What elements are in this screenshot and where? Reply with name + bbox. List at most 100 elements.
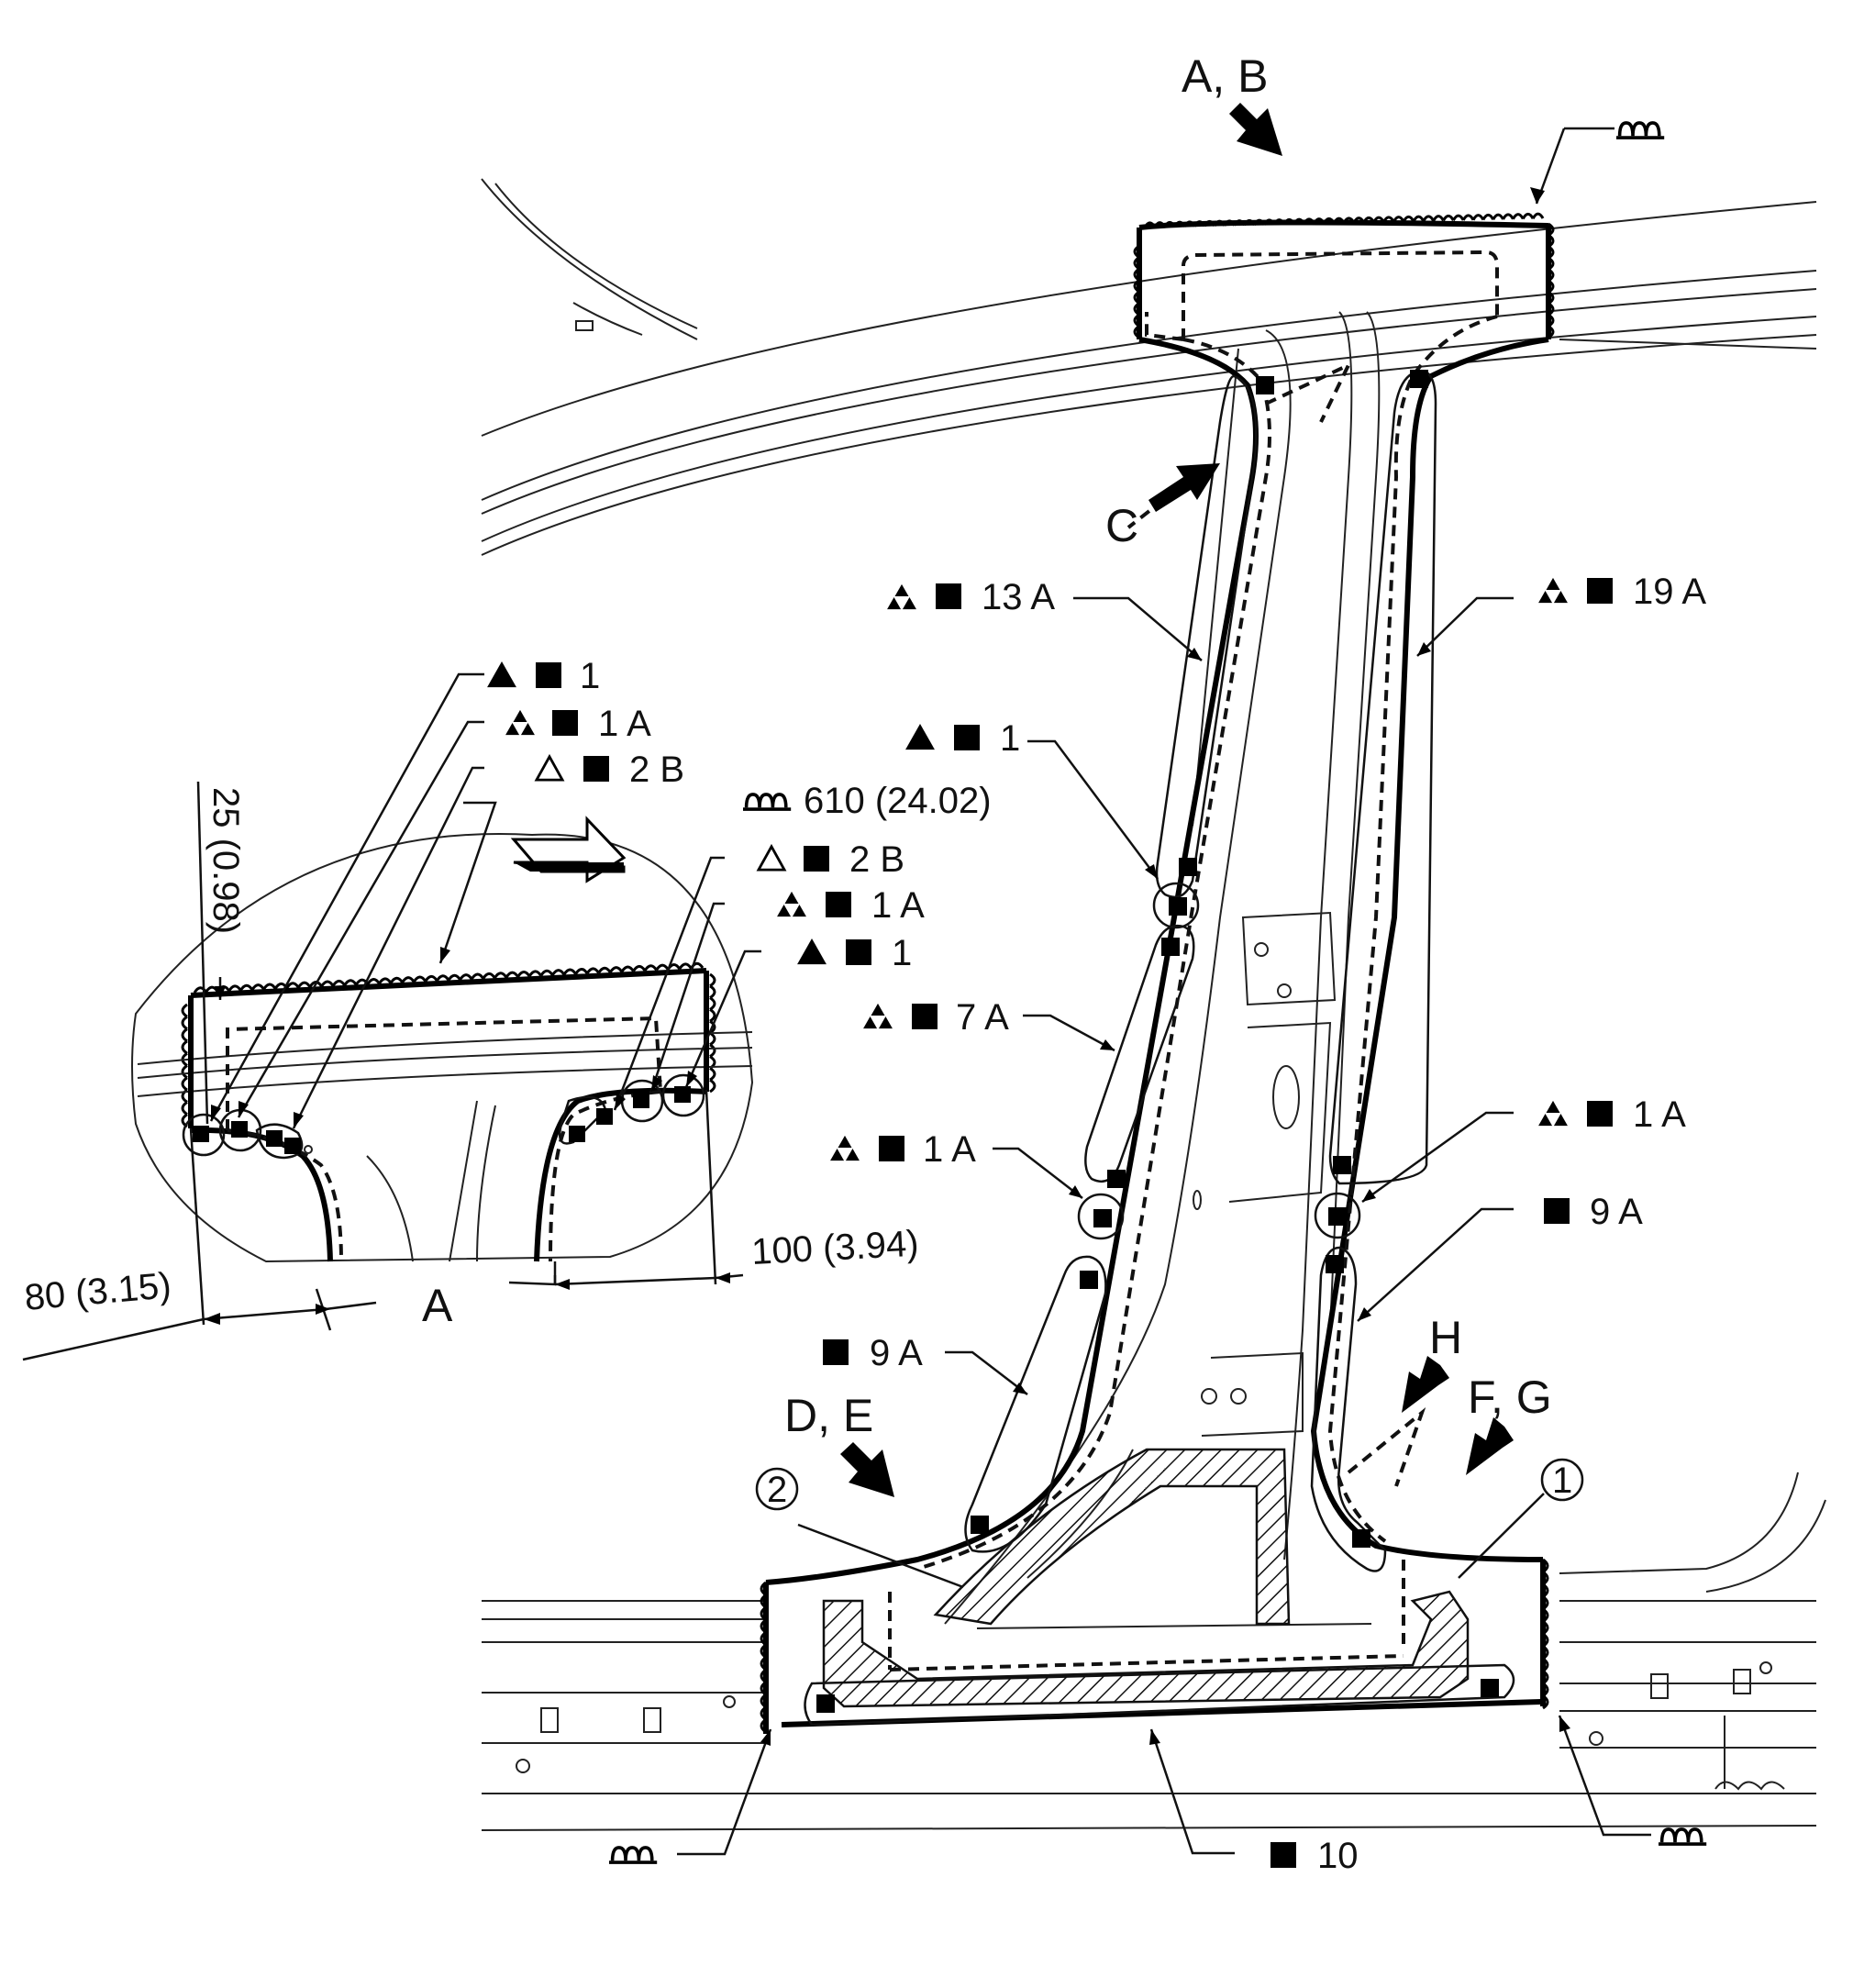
triple-triangle-icon <box>777 891 806 917</box>
spot-weld-icon <box>1093 1209 1112 1227</box>
filled-square-icon <box>846 939 871 965</box>
brazing-scallop <box>1542 1558 1549 1573</box>
brazing-scallop <box>181 1064 188 1080</box>
rocker-lines <box>481 1472 1826 1831</box>
brazing-scallop <box>709 1078 716 1094</box>
brazing-scallop <box>1542 1694 1549 1710</box>
spot-weld-icon <box>1328 1207 1347 1226</box>
brazing-scallop <box>1542 1645 1549 1660</box>
filled-square-icon <box>823 1339 849 1365</box>
weld-envelopes <box>804 370 1515 1727</box>
brazing-scallop <box>181 1101 188 1116</box>
brazing-scallop <box>447 973 461 982</box>
brazing-scallop <box>760 1605 767 1621</box>
inset-label-1a: 1 A <box>598 704 651 744</box>
mig-brazing-symbol-icon <box>609 1846 659 1864</box>
brazing-scallop <box>343 979 358 986</box>
weld-label-1a-left: 1 A <box>923 1129 976 1170</box>
spot-weld-icon <box>1179 858 1197 876</box>
callout-2: 2 <box>767 1470 787 1510</box>
brazing-scallop <box>709 1008 716 1023</box>
dimension-100: 100 (3.94) <box>750 1224 919 1272</box>
brazing-scallop <box>181 1076 188 1092</box>
brazing-scallop <box>1133 267 1140 282</box>
filled-square-icon <box>1587 578 1613 604</box>
view-arrow-ab-icon <box>1229 103 1282 156</box>
open-triangle-icon <box>757 845 786 872</box>
brazing-scallop <box>551 969 566 976</box>
brazing-scallop <box>239 983 254 992</box>
weld-label-19a: 19 A <box>1633 572 1706 612</box>
inset-right-label-1: 1 <box>892 933 912 973</box>
weld-label-9a-left: 9 A <box>870 1333 923 1373</box>
brazing-scallop <box>760 1668 767 1683</box>
brazing-scallop <box>482 972 496 980</box>
brazing-scallop <box>181 1003 188 1018</box>
brazing-scallop <box>585 967 600 974</box>
brazing-scallop <box>760 1618 767 1634</box>
brazing-scallop <box>331 979 346 987</box>
brazing-scallop <box>1432 215 1445 222</box>
brazing-scallop <box>320 980 335 988</box>
brazing-scallop <box>574 967 589 975</box>
brazing-scallop <box>181 1027 188 1043</box>
spot-weld-icon <box>1352 1529 1370 1548</box>
triple-triangle-icon <box>1538 577 1568 604</box>
spot-weld-icon <box>1080 1271 1098 1289</box>
brazing-scallop <box>1133 313 1140 328</box>
brazing-scallop <box>709 984 716 999</box>
dimension-25: 25 (0.98) <box>205 787 246 934</box>
view-label-de: D, E <box>784 1390 873 1441</box>
brazing-scallop <box>227 984 242 992</box>
view-arrow-h-icon <box>1402 1356 1449 1413</box>
brazing-scallop <box>1481 213 1495 221</box>
brazing-scallop <box>709 1067 716 1082</box>
text-labels: A, B C D, E F, G H A 13 A 19 A 1 7 A 1 A… <box>23 50 1706 1876</box>
weld-label-1-mid: 1 <box>1000 718 1020 759</box>
brazing-scallop <box>1542 1682 1549 1697</box>
weld-label-9a-right: 9 A <box>1590 1192 1643 1232</box>
brazing-scallop <box>262 983 277 991</box>
brazing-scallop <box>760 1643 767 1659</box>
weld-label-13a: 13 A <box>982 577 1055 617</box>
detail-label-a: A <box>422 1280 453 1331</box>
view-label-h: H <box>1429 1312 1462 1363</box>
brazing-scallop <box>436 974 450 982</box>
triple-triangle-icon <box>887 583 916 610</box>
filled-square-icon <box>1544 1198 1570 1224</box>
weld-label-1a-right: 1 A <box>1633 1094 1686 1135</box>
brazing-scallop <box>297 981 312 989</box>
brazing-scallop <box>1548 234 1555 249</box>
brazing-scallop <box>608 966 624 973</box>
brazing-scallop <box>1461 214 1475 221</box>
brazing-scallop <box>1133 279 1140 294</box>
pillar-outline <box>763 219 1551 1734</box>
brazing-scallop <box>1548 313 1555 328</box>
open-triangle-icon <box>535 755 564 782</box>
brazing-scallop <box>250 983 265 991</box>
filled-square-icon <box>536 662 561 688</box>
brazing-scallop <box>1542 1595 1549 1611</box>
brazing-scallop <box>1492 213 1504 221</box>
brazing-scallop <box>1542 1670 1549 1685</box>
weld-label-10: 10 <box>1317 1836 1359 1876</box>
weld-label-7a: 7 A <box>956 997 1009 1038</box>
view-label-c: C <box>1105 500 1138 551</box>
brazing-scallop <box>760 1694 767 1709</box>
spot-weld-icon <box>1326 1255 1344 1273</box>
brazing-scallop <box>643 964 658 972</box>
brazing-scallop <box>1133 244 1140 259</box>
brazing-scallop <box>378 977 393 985</box>
filled-square-icon <box>879 1136 904 1161</box>
brazing-scallop <box>1548 325 1555 339</box>
brazing-scallop <box>709 1019 716 1035</box>
brazing-scallop <box>366 978 381 985</box>
spot-weld-icon <box>1161 938 1180 956</box>
inset-right-label-1a: 1 A <box>871 885 925 926</box>
brazing-scallop <box>1548 268 1555 283</box>
roof-rail-lines <box>481 178 1817 556</box>
brazing-scallop <box>1133 325 1140 339</box>
brazing-scallop <box>181 1039 188 1055</box>
spot-weld-icon <box>1169 897 1187 916</box>
